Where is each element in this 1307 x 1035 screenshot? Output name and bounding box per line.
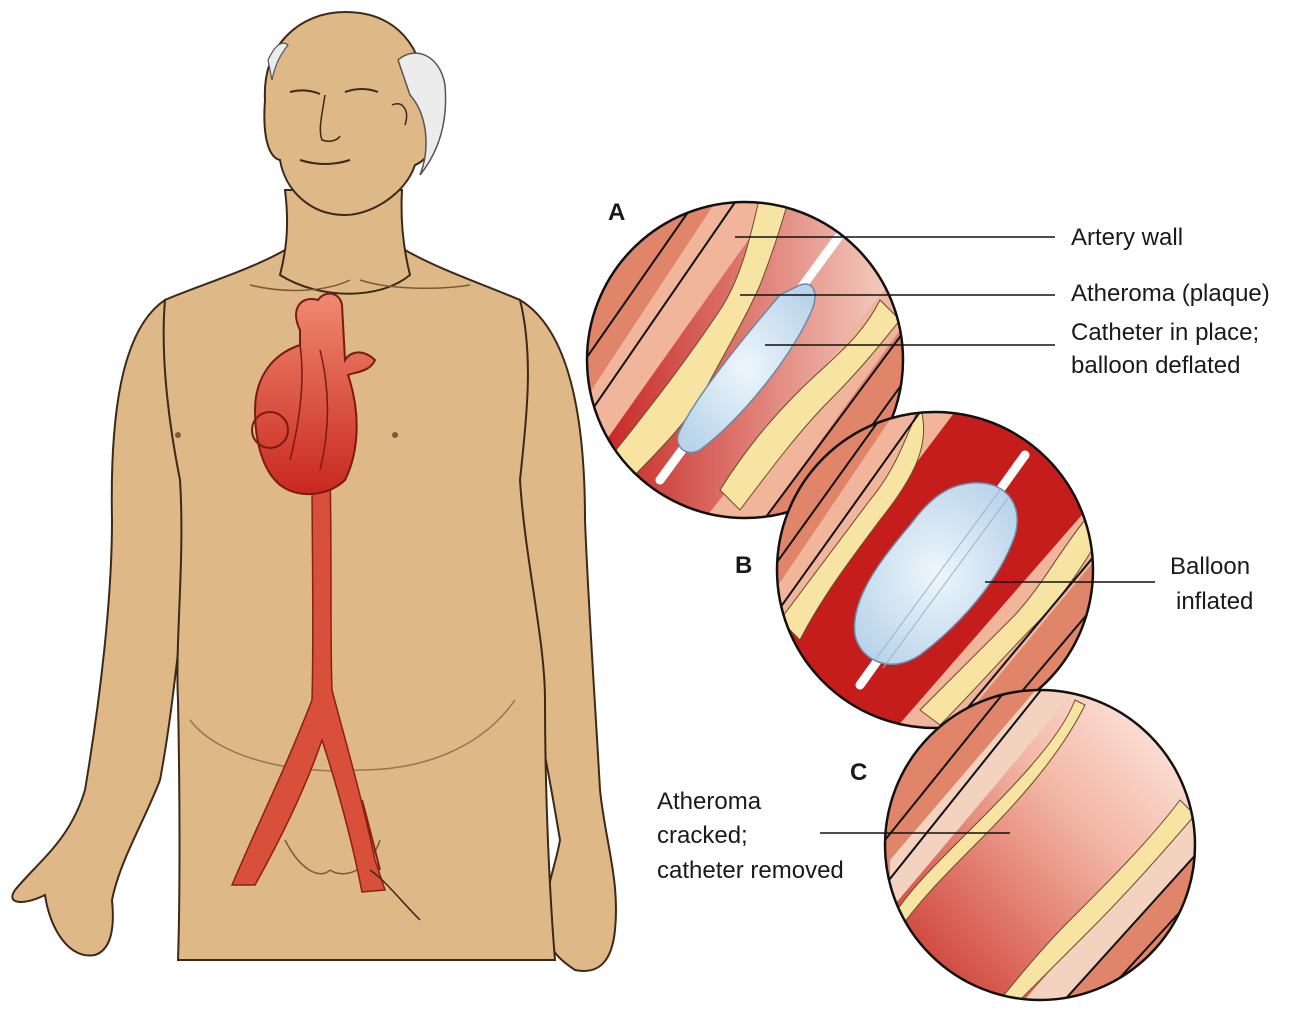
aorta [230, 469, 387, 893]
right-eye [344, 88, 379, 93]
human-figure [11, 10, 617, 972]
right-arm [519, 298, 617, 972]
right-nipple [392, 432, 398, 438]
left-eye [289, 89, 321, 95]
panel-c-letter: C [850, 759, 867, 786]
panel-a [585, 200, 905, 520]
left-nipple [175, 432, 181, 438]
leader-lines [735, 236, 1155, 834]
catheter-tail [369, 869, 421, 921]
label-balloon-line2: inflated [1176, 588, 1253, 615]
label-cracked-line3: catheter removed [657, 857, 844, 884]
label-cracked-line2: cracked; [657, 822, 748, 849]
nose [319, 94, 341, 142]
label-artery-wall: Artery wall [1071, 224, 1183, 251]
hair-left [267, 42, 289, 81]
neck [278, 189, 412, 295]
panel-c-circle [883, 688, 1197, 1002]
label-balloon-line1: Balloon [1170, 553, 1250, 580]
abdomen-line [189, 699, 516, 772]
label-catheter-line2: balloon deflated [1071, 352, 1240, 379]
panel-a-circle [585, 200, 905, 520]
heart [251, 292, 377, 496]
collar-bones [249, 279, 471, 292]
ear [391, 103, 408, 126]
panel-a-letter: A [608, 199, 625, 226]
left-arm [11, 298, 192, 957]
catheter-in-artery [361, 799, 381, 871]
panel-b-letter: B [735, 552, 752, 579]
label-atheroma: Atheroma (plaque) [1071, 280, 1270, 307]
label-catheter-line1: Catheter in place; [1071, 319, 1259, 346]
label-cracked-line1: Atheroma [657, 788, 762, 815]
panel-b [775, 410, 1095, 730]
panel-c [883, 688, 1197, 1002]
mouth [299, 159, 351, 165]
hair [397, 52, 447, 176]
head [263, 10, 442, 217]
panel-b-circle [775, 410, 1095, 730]
